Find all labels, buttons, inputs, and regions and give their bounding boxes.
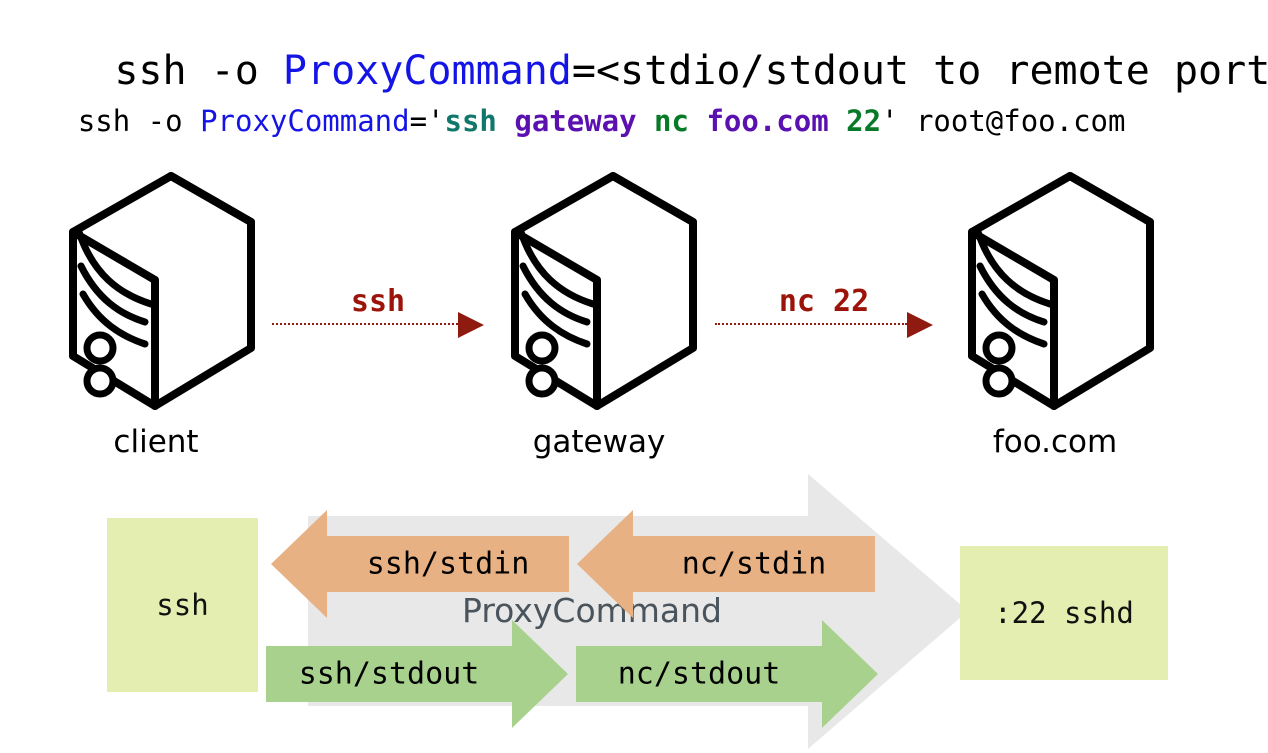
ex-seg-ssh: ssh <box>444 104 497 138</box>
host-label-client: client <box>113 424 199 460</box>
connection-line-nc <box>715 323 907 325</box>
server-tower-icon-gateway <box>505 170 705 415</box>
connection-client-to-gateway: ssh <box>272 284 484 338</box>
host-label-foo: foo.com <box>992 424 1118 460</box>
connection-label-ssh: ssh <box>350 284 406 319</box>
connection-label-nc: nc 22 <box>778 284 870 319</box>
stream-label-ssh-stdin: ssh/stdin <box>366 546 530 582</box>
ex-seg-tail: ' root@foo.com <box>881 104 1126 138</box>
ex-seg-sp1 <box>497 104 514 138</box>
process-box-sshd: :22 sshd <box>960 546 1168 680</box>
server-tower-icon-client <box>63 170 263 415</box>
title-seg-2: =<stdio/stdout to remote port> ... <box>571 48 1268 94</box>
connection-gateway-to-foo: nc 22 <box>715 284 933 338</box>
ex-seg-sp2 <box>637 104 654 138</box>
ex-seg-proxycommand: ProxyCommand <box>200 104 410 138</box>
proxycommand-label: ProxyCommand <box>462 591 723 630</box>
stream-ssh-stdout: ssh/stdout <box>266 620 568 728</box>
ex-seg-2: =' <box>409 104 445 138</box>
host-label-gateway: gateway <box>532 424 666 460</box>
stream-nc-stdin: nc/stdin <box>577 510 875 618</box>
ex-seg-nc: nc <box>654 104 689 138</box>
title-seg-proxycommand: ProxyCommand <box>282 48 572 94</box>
stream-nc-stdout: nc/stdout <box>576 620 878 728</box>
ssh-example-command: ssh -o ProxyCommand='ssh gateway nc foo.… <box>8 70 1126 172</box>
stream-label-nc-stdin: nc/stdin <box>681 546 827 582</box>
stream-label-nc-stdout: nc/stdout <box>617 656 781 692</box>
stream-label-ssh-stdout: ssh/stdout <box>298 656 480 692</box>
stream-ssh-stdin: ssh/stdin <box>271 510 569 618</box>
arrowhead-icon-nc <box>907 312 933 338</box>
server-tower-icon-foo <box>962 170 1162 415</box>
ssh-proxycommand-title: ssh -o ProxyCommand=<stdio/stdout to rem… <box>18 2 1268 140</box>
title-seg-0: ssh -o <box>114 48 283 94</box>
ex-seg-sp3 <box>689 104 706 138</box>
ex-seg-sp4 <box>829 104 846 138</box>
process-box-sshd-label: :22 sshd <box>994 596 1134 630</box>
process-box-ssh-label: ssh <box>156 588 209 622</box>
ex-seg-foocom: foo.com <box>706 104 829 138</box>
connection-line-ssh <box>272 323 458 325</box>
ex-seg-port: 22 <box>846 104 882 138</box>
ex-seg-gateway: gateway <box>514 104 637 138</box>
arrowhead-icon-ssh <box>458 312 484 338</box>
ex-seg-0: ssh -o <box>77 104 201 138</box>
process-box-ssh: ssh <box>107 518 258 692</box>
